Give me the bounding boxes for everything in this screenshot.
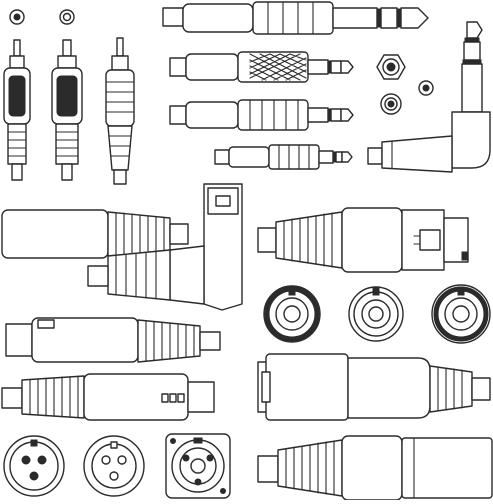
rca-plug-icon [105,37,135,185]
mini-jack-plug-icon [169,99,354,131]
speakon-connector-icon [257,435,493,501]
speakon-connector-icon [257,353,491,421]
speakon-connector-icon [257,207,469,273]
rca-socket-icon [59,9,75,25]
rca-plug-icon [51,39,83,181]
mini-jack-plug-icon [214,144,353,170]
trs-jack-plug-icon [162,1,429,35]
jack-socket-icon [380,93,402,115]
xlr-panel-socket-icon [3,435,65,497]
xlr-panel-socket-icon [165,433,231,499]
speakon-panel-socket-icon [431,284,491,344]
xlr-cable-connector-icon [1,209,189,259]
rca-socket-icon [9,9,25,25]
xlr-cable-connector-icon [5,317,221,363]
speakon-panel-socket-icon [348,286,404,342]
right-angle-jack-plug-icon [367,21,491,173]
xlr-cable-connector-icon [1,373,215,421]
speakon-panel-socket-icon [263,285,321,343]
right-angle-xlr-connector-icon [87,183,243,311]
jack-socket-icon [376,54,406,80]
mini-jack-plug-icon [169,51,354,83]
jack-socket-icon [418,80,434,96]
rca-plug-icon [3,39,31,181]
xlr-panel-socket-icon [83,435,145,497]
